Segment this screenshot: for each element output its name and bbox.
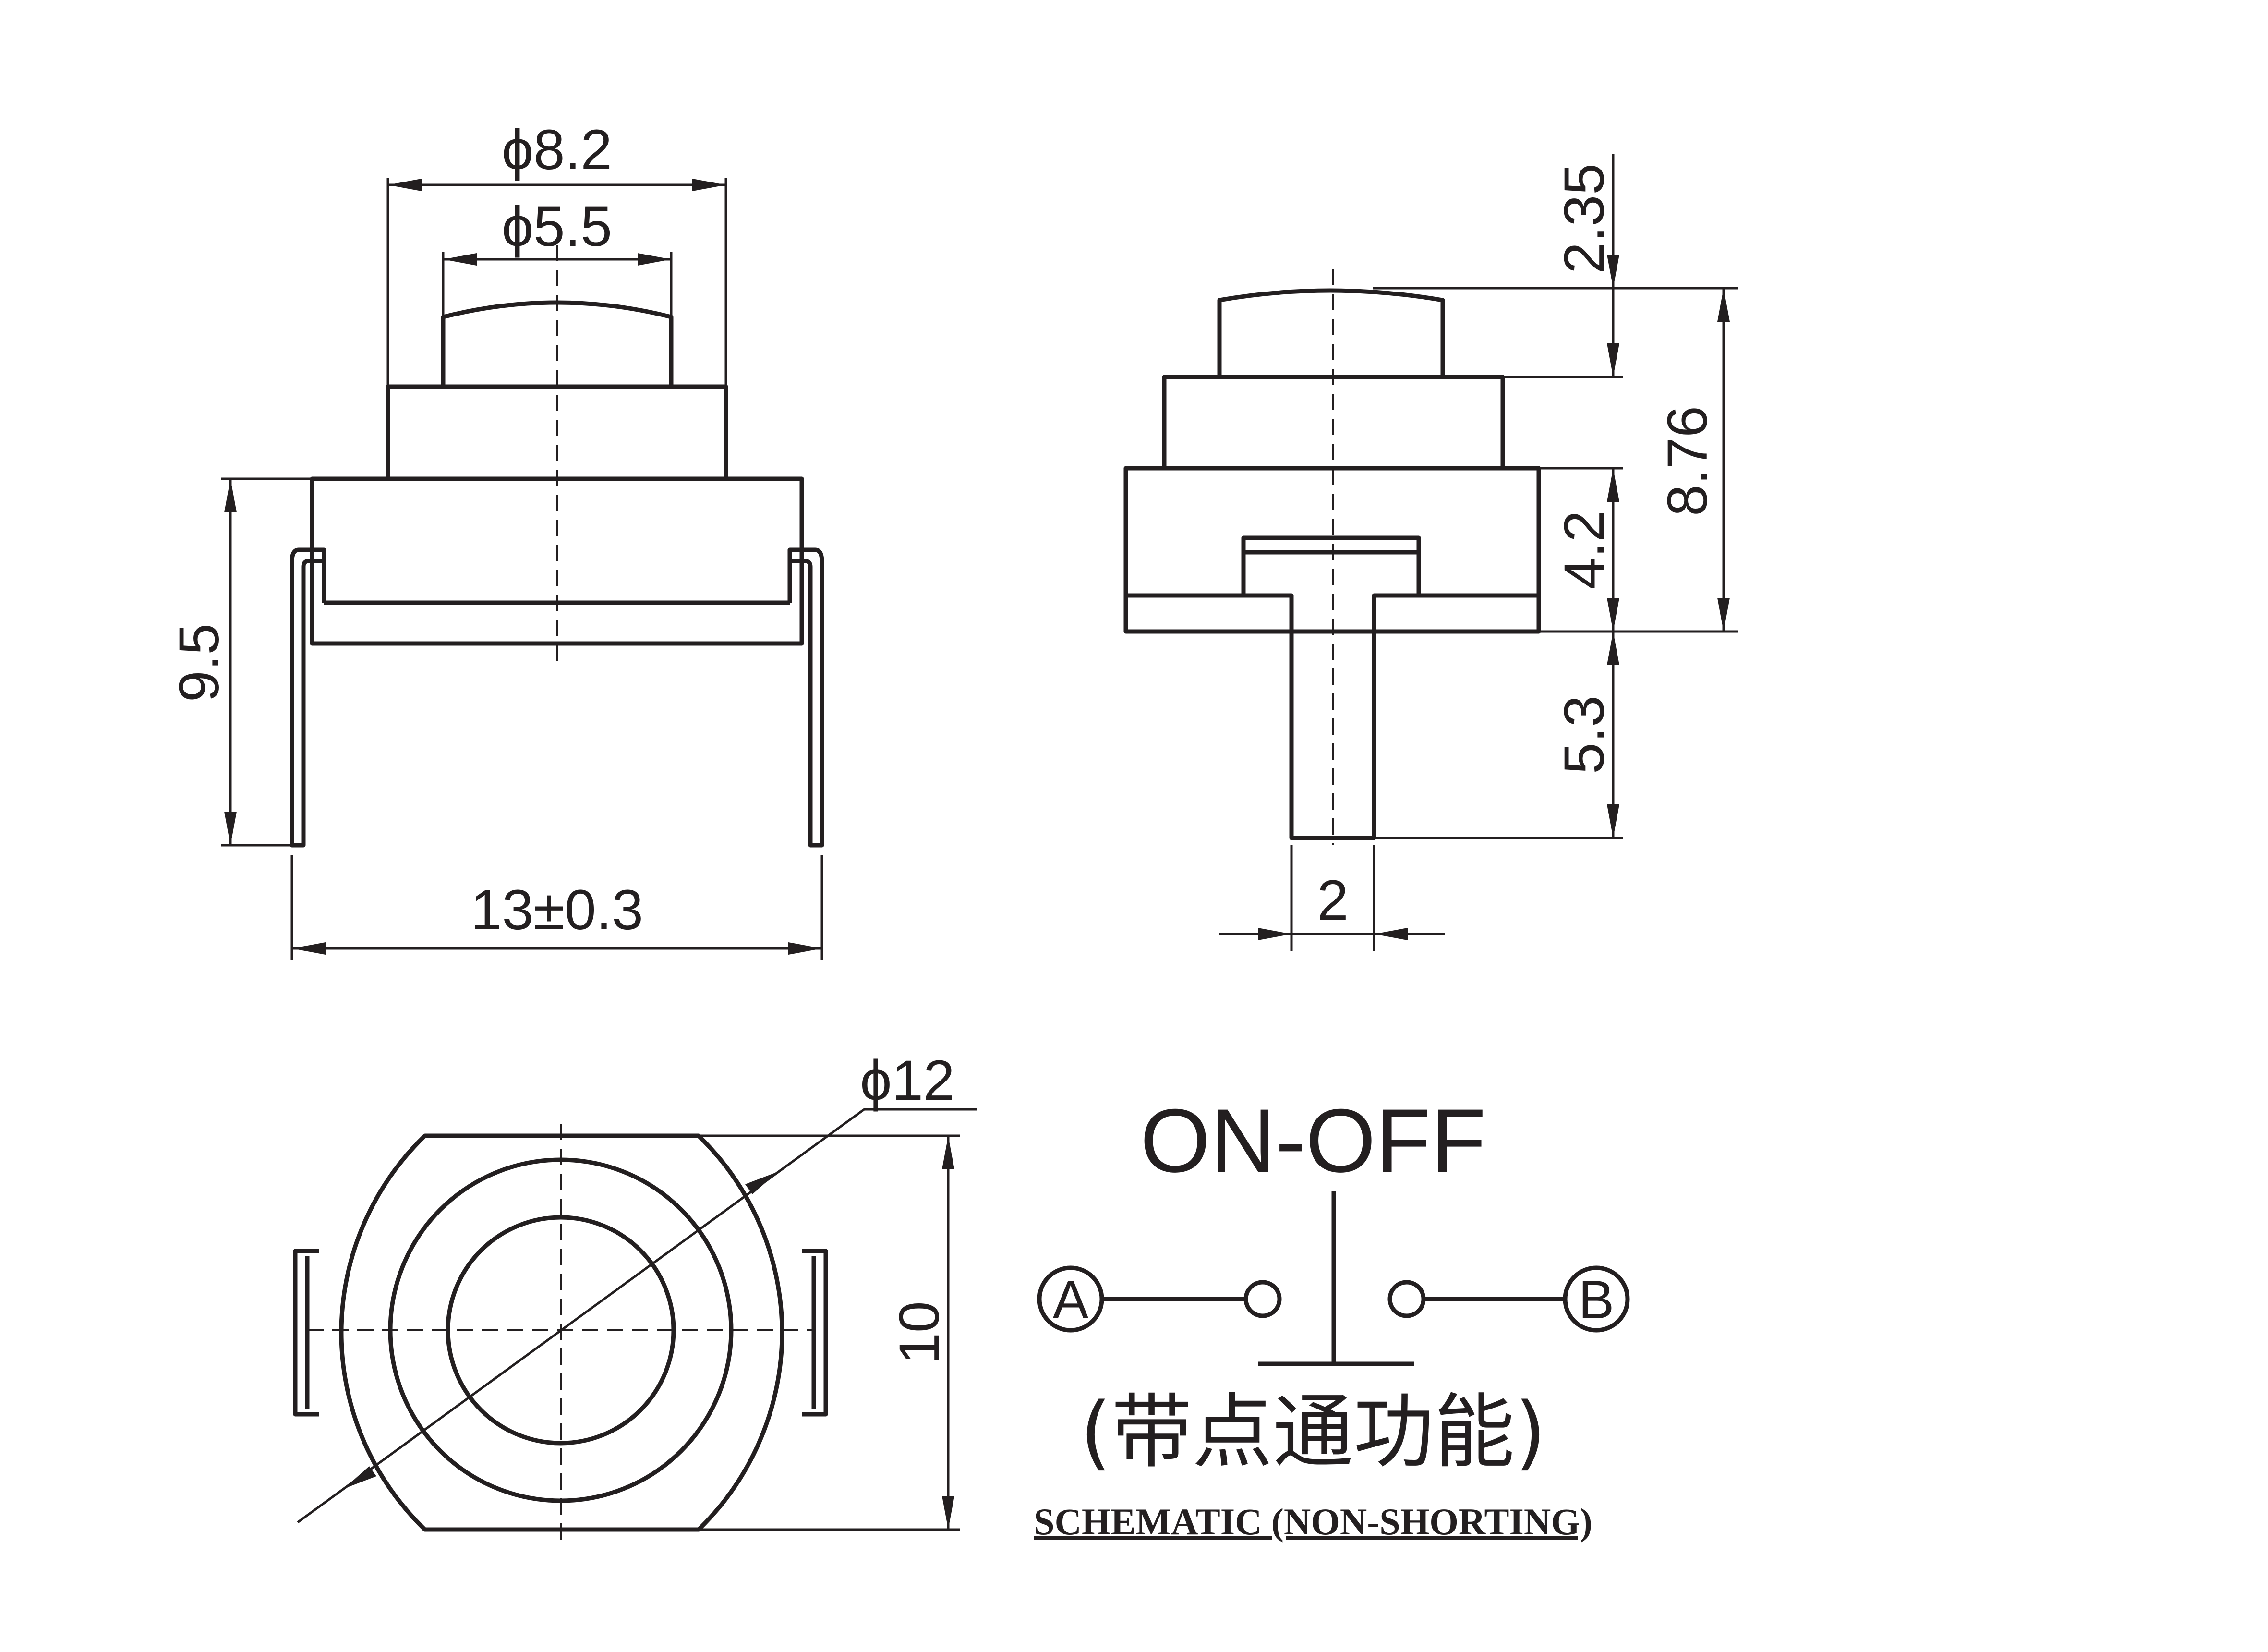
schematic: ON-OFF A B (带点通功能) SCHEMATIC (NON-SHORTI… xyxy=(1034,1090,1630,1543)
front-outer-dia-label: ϕ8.2 xyxy=(502,118,612,182)
terminal-a-label: A xyxy=(1053,1270,1089,1330)
bottom-left-tab xyxy=(293,1249,319,1417)
dim-side-pin-width: 2 xyxy=(1219,845,1445,951)
side-pin-length-label: 5.3 xyxy=(1553,695,1616,774)
side-housing-step xyxy=(1126,535,1539,598)
schematic-title: ON-OFF xyxy=(1140,1090,1486,1191)
terminal-b-circle xyxy=(1563,1265,1630,1333)
front-view: ϕ8.2 ϕ5.5 9.5 13±0.3 xyxy=(168,118,824,960)
front-inner-dia-label: ϕ5.5 xyxy=(502,195,612,258)
side-button-cap xyxy=(1217,288,1445,377)
dim-bottom-dia: ϕ12 xyxy=(297,1049,977,1524)
dim-front-inner-dia: ϕ5.5 xyxy=(442,195,673,317)
bottom-right-tab xyxy=(802,1249,828,1417)
dim-front-width: 13±0.3 xyxy=(290,855,823,960)
side-body-label: 4.2 xyxy=(1553,510,1616,589)
dim-front-height: 9.5 xyxy=(168,477,312,847)
side-top-label: 2.35 xyxy=(1553,163,1616,274)
bottom-view: ϕ12 10 xyxy=(293,1049,977,1542)
side-pin-width-label: 2 xyxy=(1317,869,1349,932)
terminal-b-label: B xyxy=(1579,1270,1615,1330)
dim-side-overall: 8.76 xyxy=(1656,288,1730,632)
front-right-pin xyxy=(787,547,824,848)
side-overall-label: 8.76 xyxy=(1656,406,1719,516)
dim-bottom-height: 10 xyxy=(699,1134,960,1531)
contact-b xyxy=(1387,1280,1426,1318)
contact-a xyxy=(1243,1280,1282,1318)
dim-side-body: 4.2 xyxy=(1553,468,1619,632)
front-height-label: 9.5 xyxy=(168,623,231,702)
schematic-chinese-note: (带点通功能) xyxy=(1080,1385,1546,1479)
dim-front-outer-dia: ϕ8.2 xyxy=(386,118,727,387)
bottom-height-label: 10 xyxy=(888,1301,951,1364)
bottom-dia-label: ϕ12 xyxy=(860,1049,954,1112)
front-width-label: 13±0.3 xyxy=(470,878,643,942)
side-view: 2.35 8.76 4.2 5.3 xyxy=(1123,154,1738,951)
dim-side-top: 2.35 xyxy=(1553,154,1619,377)
front-left-pin xyxy=(290,547,326,848)
dim-side-pin-length: 5.3 xyxy=(1553,632,1619,838)
schematic-caption: SCHEMATIC (NON-SHORTING) xyxy=(1034,1501,1592,1543)
side-pin xyxy=(1243,593,1419,840)
